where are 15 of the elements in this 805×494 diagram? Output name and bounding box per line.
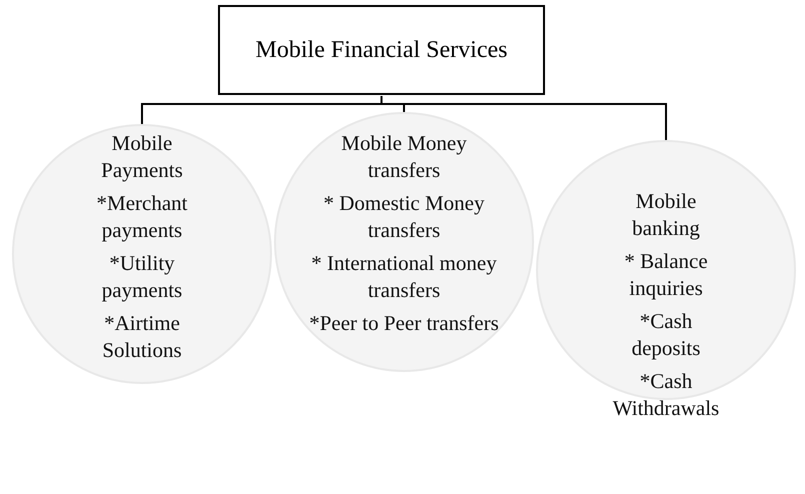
service-item: *Cash deposits xyxy=(630,308,702,362)
service-item: *Merchant payments xyxy=(96,190,188,244)
service-item: *Airtime Solutions xyxy=(101,310,183,364)
service-item: *Cash Withdrawals xyxy=(612,368,720,422)
service-item: * Balance inquiries xyxy=(623,248,709,302)
category-heading: Mobile Money transfers xyxy=(340,130,468,184)
service-item: *Peer to Peer transfers xyxy=(309,310,499,337)
category-heading: Mobile Payments xyxy=(100,130,184,184)
service-item: * International money transfers xyxy=(310,250,498,304)
title-text: Mobile Financial Services xyxy=(256,36,508,64)
category-heading: Mobile banking xyxy=(631,188,701,242)
service-item: * Domestic Money transfers xyxy=(322,190,486,244)
title-box xyxy=(218,5,545,95)
connector-line xyxy=(380,96,667,141)
service-item: *Utility payments xyxy=(100,250,184,304)
